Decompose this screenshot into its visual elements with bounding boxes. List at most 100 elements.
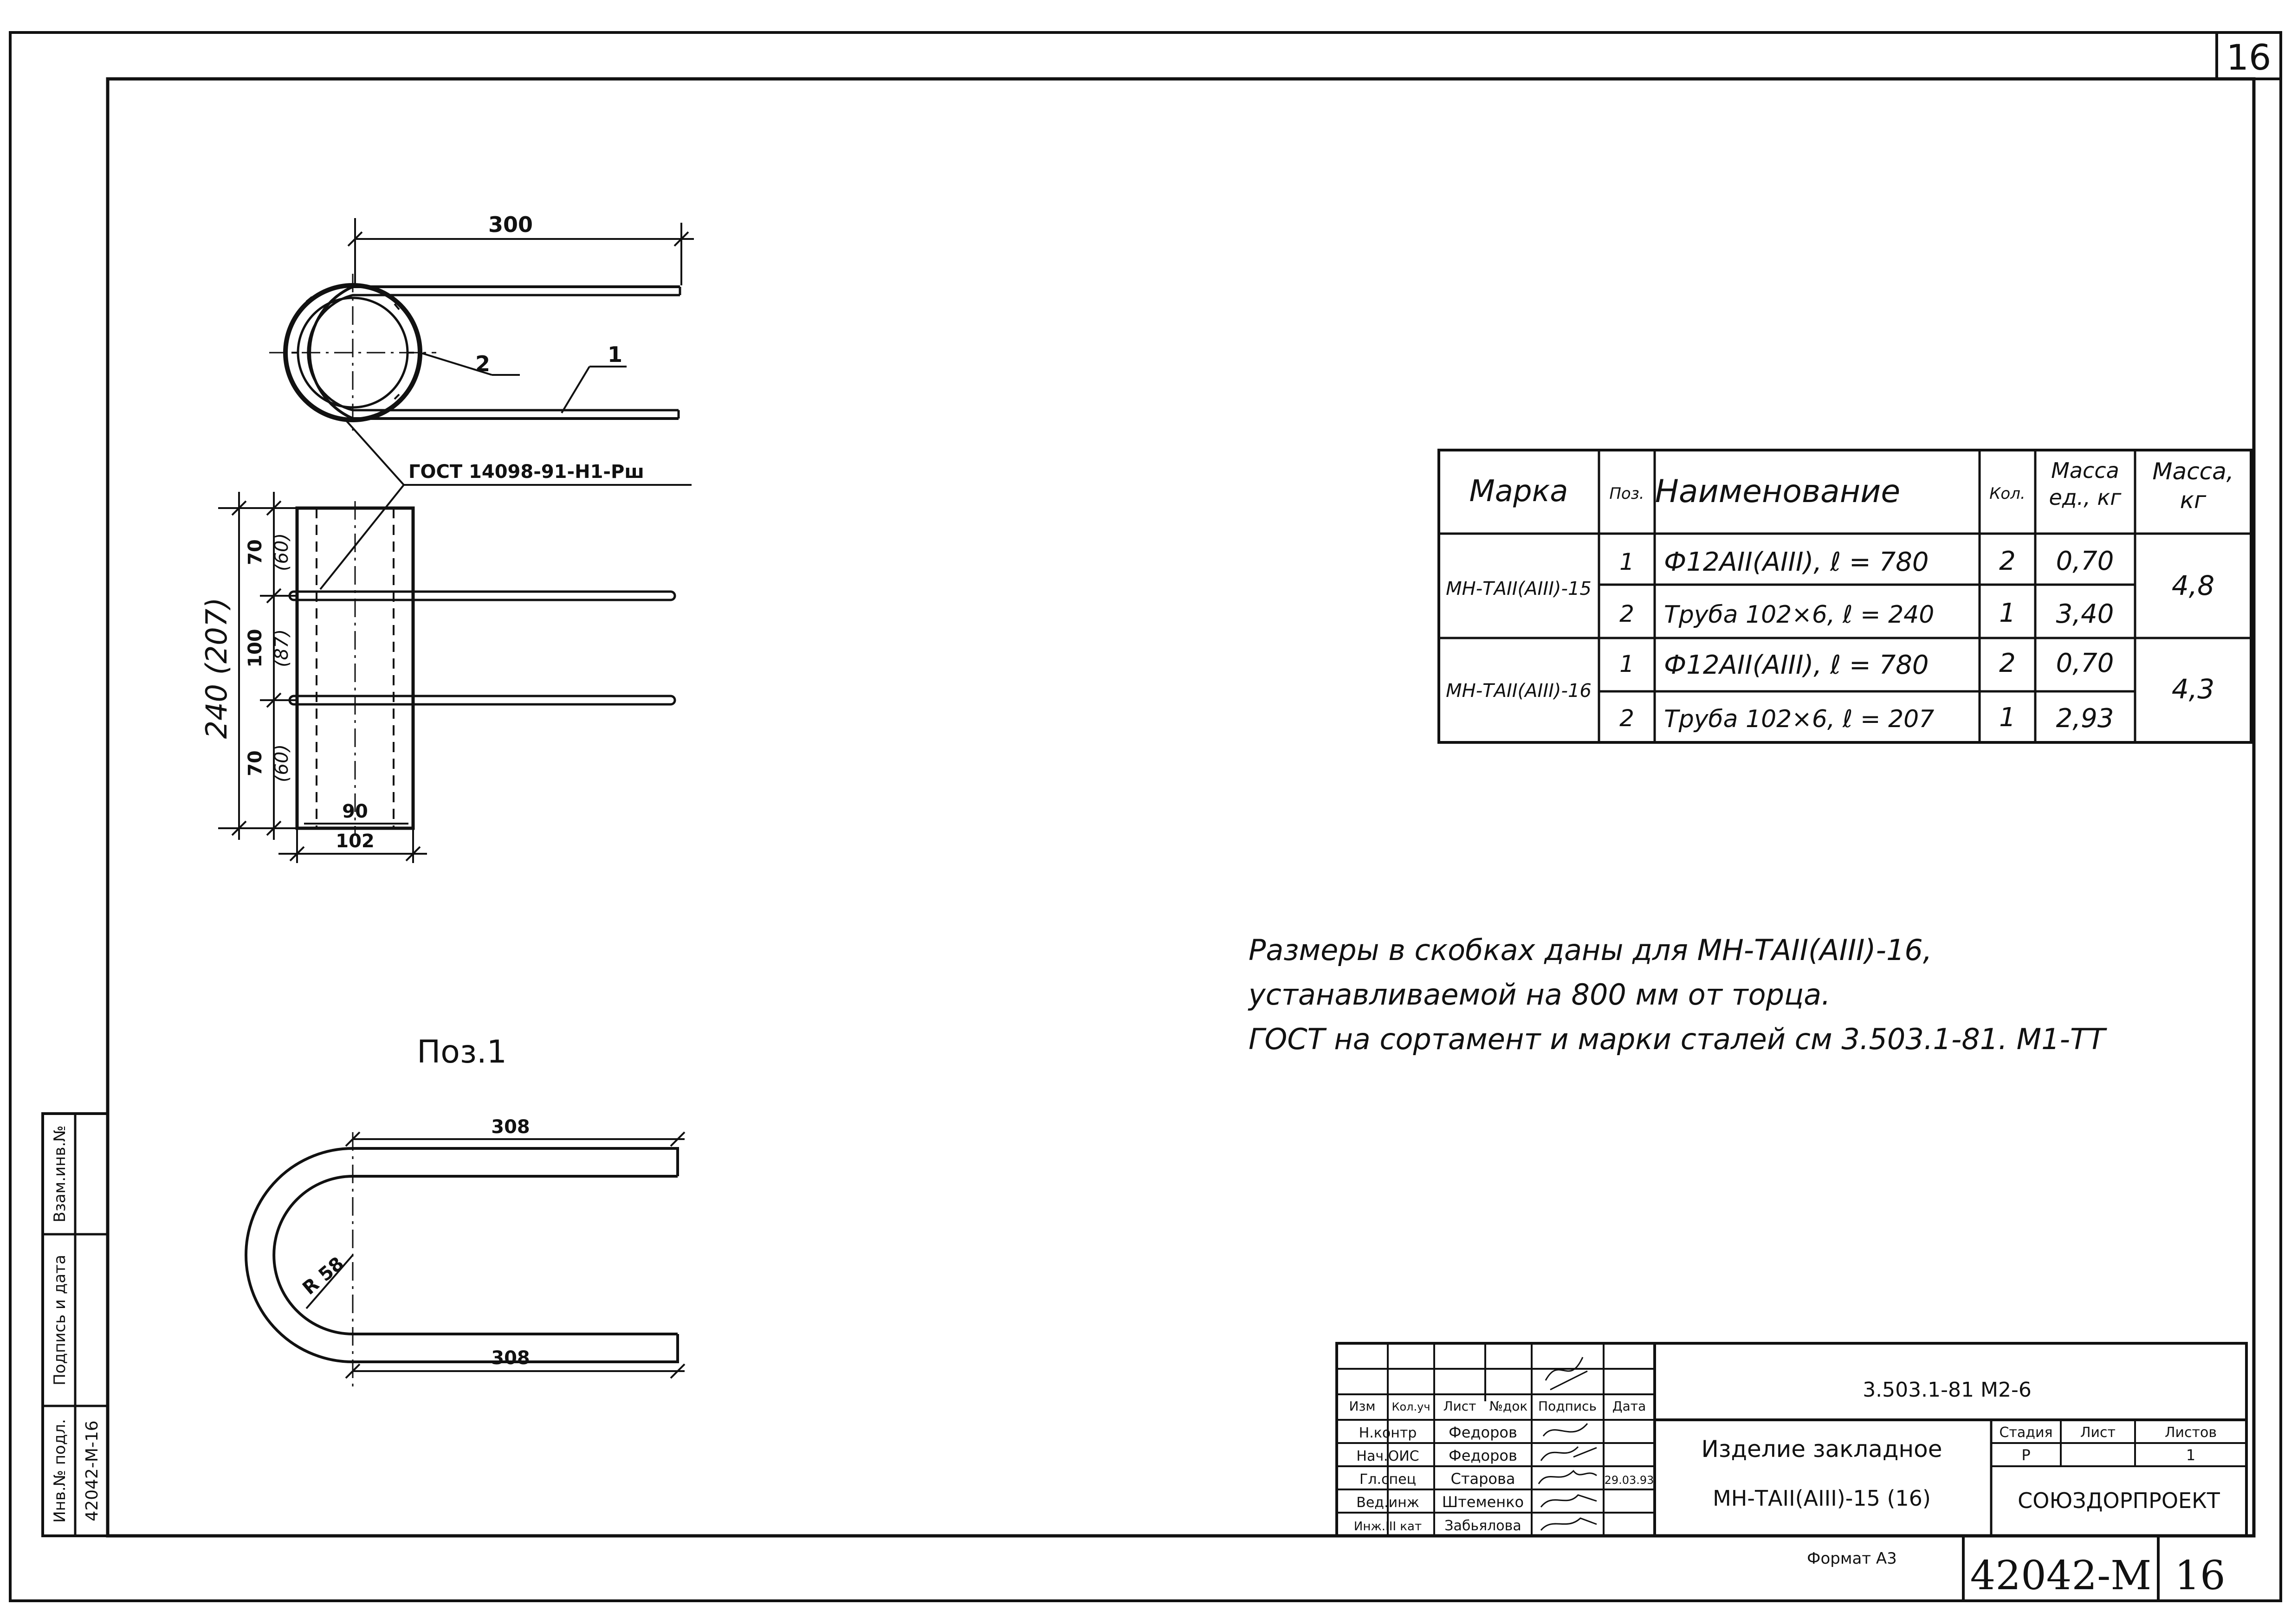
th-pos: Поз. [1609,484,1644,503]
note-line-3: ГОСТ на сортамент и марки сталей см 3.50… [1249,1022,2105,1056]
rod-outer-path [308,285,680,420]
tb-role-1: Н.контр [1359,1425,1417,1441]
tb-h-list: Лист [1443,1398,1476,1414]
dim-seg-2: 100 [245,629,266,668]
dim-seg-3: 70 [245,750,266,776]
rod-upper [288,590,676,601]
dim-label-90: 90 [342,801,368,822]
tb-role-3: Гл.спец [1359,1471,1416,1488]
weld-note: ГОСТ 14098-91-Н1-Рш [408,461,644,483]
top-view: 300 2 1 ГОСТ 14098-91-Н1-Рш [269,212,694,590]
g2-r1-name: Ф12АII(АIII), ℓ = 780 [1664,650,1929,680]
signature-scribble [1545,1357,1588,1391]
sheet-number-box [2215,31,2282,80]
signature-scribble [1542,1423,1588,1437]
g1-r1-name: Ф12АII(АIII), ℓ = 780 [1664,547,1929,577]
signature-scribbles [1538,1357,1597,1531]
g1-r2-pos: 2 [1619,600,1634,627]
g2-r1-qty: 2 [1999,648,2016,678]
dim-seg-3-alt: (60) [271,744,292,782]
signature-scribble [1540,1494,1597,1508]
tb-h-date: Дата [1612,1398,1646,1414]
tb-name-3: Старова [1451,1470,1515,1488]
spec-table: Марка Поз. Наименование Кол. Масса ед., … [1437,449,2252,744]
tb-name-5: Забьялова [1444,1518,1521,1534]
pos1-inner-path [272,1175,678,1335]
dim-label-height: 240 (207) [200,598,233,739]
strip-label-replace: Взам.инв.№ [51,1125,69,1222]
pos1-outer-path [245,1147,679,1363]
tb-role-4: Вед.инж [1356,1495,1419,1511]
g2-r2-unit-mass: 2,93 [2056,703,2114,734]
g1-r2-qty: 1 [1999,598,2016,628]
g2-r2-pos: 2 [1619,705,1634,732]
th-unit-mass: Масса ед., кг [2049,458,2122,510]
tb-name-1: Федоров [1449,1424,1517,1441]
th-total-mass: Масса, кг [2152,458,2234,514]
strip-inv-number: 42042-М-16 [83,1420,102,1521]
leader-label-1: 1 [608,342,622,367]
signature-scribble [1540,1517,1597,1531]
tb-h-kol: Кол.уч [1391,1400,1430,1413]
notes-block: Размеры в скобках даны для МН-ТАII(АIII)… [1249,928,2223,1062]
title-block: 3.503.1-81 М2-6 Изм Кол.уч Лист №док Под… [1335,1342,2248,1537]
tb-name-4: Штеменко [1442,1493,1524,1511]
sheets-label: Листов [2165,1424,2217,1441]
sheet-label: Лист [2080,1424,2116,1441]
pos1-radius: R 58 [298,1253,348,1299]
tb-h-doc: №док [1489,1398,1528,1414]
doc-code: 3.503.1-81 М2-6 [1863,1378,2032,1402]
dim-label-102: 102 [336,831,375,852]
strip-label-sign: Подпись и дата [51,1255,69,1386]
tb-role-2: Нач.ОИС [1356,1448,1419,1464]
total-mass-16: 4,3 [2172,673,2214,705]
dim-label-300: 300 [488,212,533,237]
pos1-dim-bottom: 308 [491,1347,530,1369]
g2-r1-unit-mass: 0,70 [2056,648,2114,678]
th-qty: Кол. [1989,484,2025,503]
archive-number: 42042-М [1970,1553,2152,1599]
g1-r1-qty: 2 [1999,546,2016,576]
left-strip: Инв.№ подл. Подпись и дата Взам.инв.№ 42… [41,1112,109,1537]
tb-date-3: 29.03.93 [1605,1474,1654,1487]
product-mark: МН-ТАII(АIII)-15 (16) [1713,1486,1931,1511]
stage-value: Р [2021,1446,2030,1464]
pos1-label: Поз.1 [417,1034,507,1070]
mark-15: МН-ТАII(АIII)-15 [1446,578,1592,599]
rod-lower [288,695,676,706]
th-mark: Марка [1469,474,1568,509]
strip-label-inv: Инв.№ подл. [51,1419,69,1523]
archive-stamp: Формат А3 42042-М 16 [1807,1536,2226,1601]
note-line-2: устанавливаемой на 800 мм от торца. [1249,978,1831,1012]
dim-seg-1: 70 [245,539,266,565]
dim-seg-2-alt: (87) [271,629,292,667]
pos1-dim-top: 308 [491,1116,530,1138]
pos1-view: Поз.1 R 58 308 308 [245,1034,686,1387]
org-name: СОЮЗДОРПРОЕКТ [2018,1488,2220,1513]
mark-16: МН-ТАII(АIII)-16 [1446,680,1592,702]
total-mass-15: 4,8 [2172,570,2214,601]
g2-r2-qty: 1 [1999,702,2016,733]
side-view: 240 (207) 70 (60) 100 (87) 70 (60) 90 10… [200,492,676,863]
g1-r2-unit-mass: 3,40 [2056,599,2114,629]
note-line-1: Размеры в скобках даны для МН-ТАII(АIII)… [1249,933,1932,967]
tb-h-izm: Изм [1349,1398,1376,1414]
signature-scribble [1540,1446,1597,1461]
g1-r1-unit-mass: 0,70 [2056,546,2114,576]
rod-inner-path [307,294,680,412]
g1-r1-pos: 1 [1619,548,1634,575]
leader-label-2: 2 [475,351,490,376]
g2-r2-name: Труба 102×6, ℓ = 207 [1664,705,1934,733]
tb-h-sign: Подпись [1538,1398,1597,1414]
tb-name-2: Федоров [1449,1447,1517,1464]
inner-frame [106,77,2256,1538]
archive-sheet: 16 [2175,1553,2225,1599]
dim-seg-1-alt: (60) [271,533,292,571]
signature-scribble [1538,1469,1597,1484]
g1-r2-name: Труба 102×6, ℓ = 240 [1664,601,1934,629]
th-name: Наименование [1655,473,1900,510]
format-label: Формат А3 [1807,1549,1897,1568]
g2-r1-pos: 1 [1619,651,1634,677]
product-title: Изделие закладное [1701,1436,1942,1463]
